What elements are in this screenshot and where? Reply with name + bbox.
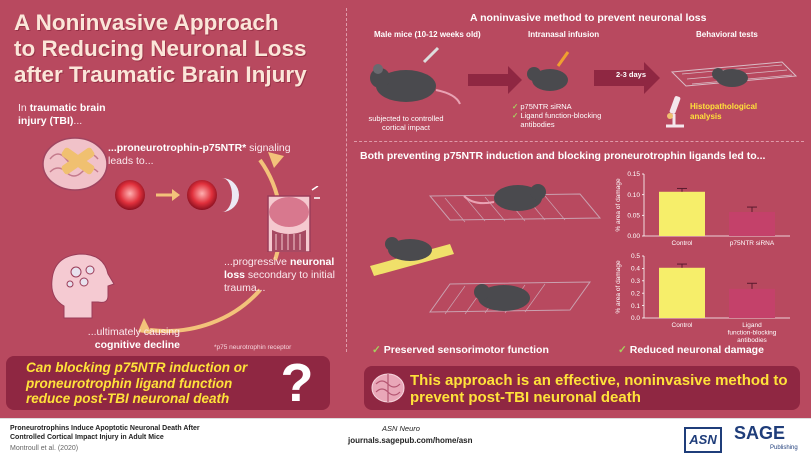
conclusion-text: This approach is an effective, noninvasi… <box>410 372 788 406</box>
arrow-icon <box>138 318 152 334</box>
bar <box>729 212 775 236</box>
mouse-icon <box>478 285 530 311</box>
method-heading: A noninvasive method to prevent neuronal… <box>470 12 707 24</box>
y-tick-label: 0.10 <box>627 192 640 199</box>
arrow-icon <box>468 66 522 94</box>
sensorimotor-result: ✓ Preserved sensorimotor function <box>372 344 549 356</box>
receptor-diagram <box>115 178 239 212</box>
title-line-3: after Traumatic Brain Injury <box>14 62 307 87</box>
bar <box>729 288 775 318</box>
interval-label: 2-3 days <box>616 70 647 79</box>
brain-icon <box>371 373 405 403</box>
footnote: *p75 neurotrophin receptor <box>214 344 292 351</box>
sensorimotor-illustration <box>370 184 602 315</box>
y-tick-label: 0.00 <box>627 233 640 240</box>
arrow-icon <box>594 62 660 94</box>
y-tick-label: 0.0 <box>631 315 640 322</box>
conclusion-panel <box>364 366 800 410</box>
proneurotrophin-icon <box>115 180 145 210</box>
article-title: Proneurotrophins Induce Apoptotic Neuron… <box>10 425 200 441</box>
x-tick-label: Control <box>672 322 694 329</box>
signaling-text: ...proneurotrophin-p75NTR* signaling lea… <box>108 142 291 167</box>
check-icon: ✓ <box>372 344 381 356</box>
check-icon: ✓ <box>512 102 519 111</box>
damaged-neurons-icon <box>267 186 320 252</box>
step2-item-1: p75NTR siRNA <box>520 102 572 111</box>
step1-caption: subjected to controlled cortical impact <box>368 114 444 132</box>
y-axis-label: % area of damage <box>615 260 622 314</box>
title-line-1: A Noninvasive Approach <box>14 10 279 35</box>
injured-brain-icon <box>42 137 108 191</box>
sage-logo: SAGE <box>734 423 786 443</box>
asn-logo: ASN <box>684 427 722 453</box>
title-line-2: to Reducing Neuronal Loss <box>14 36 307 61</box>
mouse-icon <box>716 69 748 87</box>
p75ntr-receptor-icon <box>222 178 239 212</box>
method-illustration <box>370 46 798 105</box>
microscope-icon <box>666 96 684 128</box>
x-tick-label: p75NTR siRNA <box>730 240 775 247</box>
horizontal-divider <box>354 141 804 142</box>
x-tick-label: Control <box>672 240 694 247</box>
y-tick-label: 0.1 <box>631 303 640 310</box>
damage-result: ✓ Reduced neuronal damage <box>618 344 764 356</box>
y-tick-label: 0.05 <box>627 213 640 220</box>
article-authors: Montroull et al. (2020) <box>10 445 79 452</box>
neuronal-loss-text: ...progressive neuronal loss secondary t… <box>224 256 335 294</box>
y-tick-label: 0.3 <box>631 278 640 285</box>
check-icon: ✓ <box>618 344 627 356</box>
journal-name: ASN Neuro <box>382 424 420 433</box>
bar <box>659 191 705 236</box>
cognitive-decline-text: ...ultimately causing cognitive decline <box>87 326 180 351</box>
mouse-icon <box>494 185 542 211</box>
cognitive-decline-head-icon <box>51 253 115 319</box>
arrow-icon <box>172 189 180 201</box>
y-tick-label: 0.15 <box>627 171 640 178</box>
step1-label: Male mice (10-12 weeks old) <box>374 30 481 39</box>
step2-items: ✓ p75NTR siRNA ✓ Ligand function-blockin… <box>512 102 632 129</box>
step2-label: Intranasal infusion <box>528 30 600 39</box>
results-heading: Both preventing p75NTR induction and blo… <box>360 150 766 162</box>
mouse-icon <box>376 70 436 102</box>
step3-caption: Histopathological analysis <box>690 102 758 121</box>
step2-item-2: Ligand function-blocking antibodies <box>520 111 602 129</box>
mouse-icon <box>388 239 432 261</box>
sage-publishing-label: Publishing <box>770 445 798 451</box>
y-axis-label: % area of damage <box>615 178 622 232</box>
page-title: A Noninvasive Approach to Reducing Neuro… <box>14 10 344 88</box>
bar <box>659 267 705 318</box>
question-text: Can blocking p75NTR induction or proneur… <box>26 360 248 406</box>
tbi-text: In traumatic brain injury (TBI)... <box>18 102 106 127</box>
journal-url[interactable]: journals.sagepub.com/home/asn <box>348 436 473 445</box>
y-tick-label: 0.2 <box>631 290 640 297</box>
y-tick-label: 0.5 <box>631 253 640 260</box>
question-panel <box>6 356 330 410</box>
y-tick-label: 0.4 <box>631 266 640 273</box>
mouse-icon <box>532 69 568 91</box>
check-icon: ✓ <box>512 111 521 120</box>
vertical-divider <box>346 8 347 352</box>
footer: Proneurotrophins Induce Apoptotic Neuron… <box>0 418 811 460</box>
question-mark-icon: ? <box>280 353 314 413</box>
step3-label: Behavioral tests <box>696 30 758 39</box>
